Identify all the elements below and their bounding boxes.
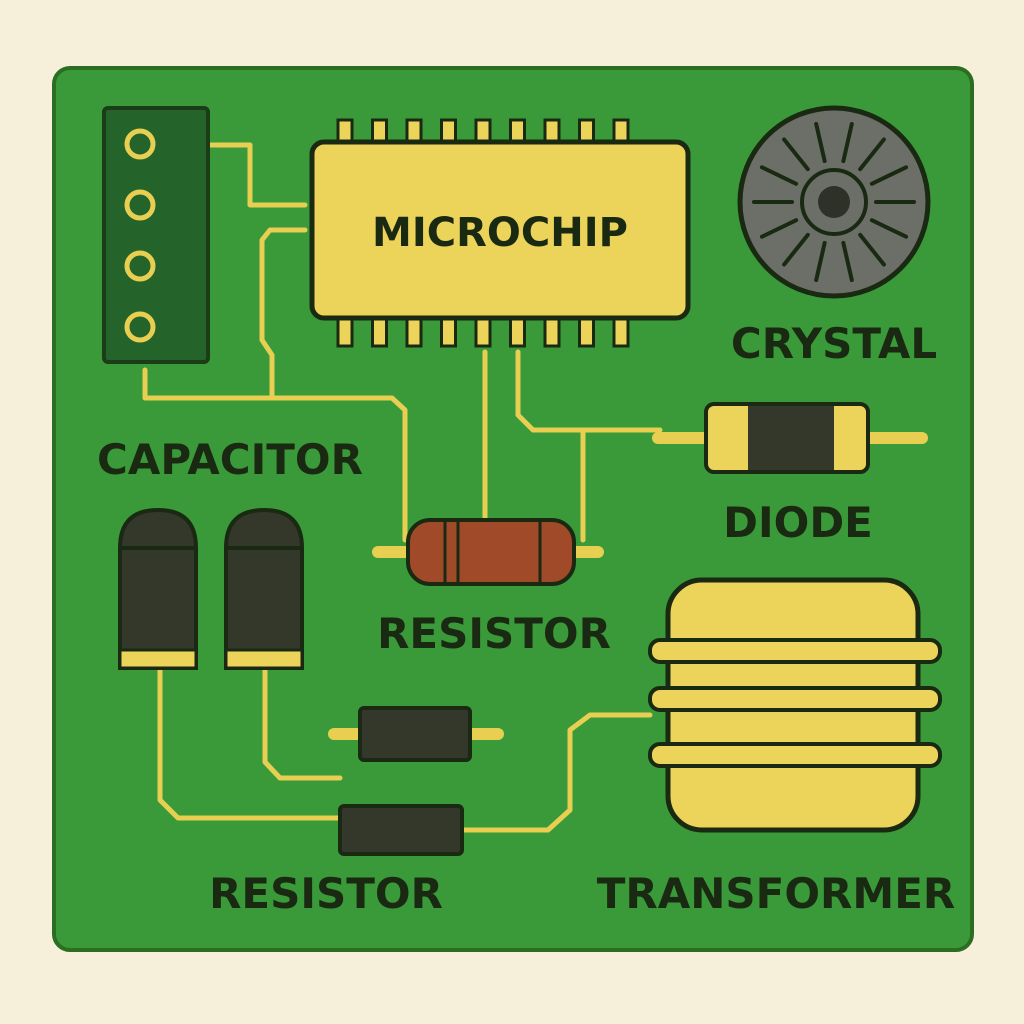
capacitor-right xyxy=(224,507,304,670)
crystal xyxy=(737,105,931,299)
transformer-label: TRANSFORMER xyxy=(597,869,955,918)
crystal-spoke xyxy=(841,122,854,164)
header-pad xyxy=(124,311,156,343)
transformer-winding xyxy=(648,742,942,768)
crystal-spoke xyxy=(869,165,909,186)
microchip: MICROCHIP xyxy=(309,118,691,348)
traces xyxy=(142,142,663,833)
resistor-bottom-label: RESISTOR xyxy=(209,869,443,918)
crystal-label: CRYSTAL xyxy=(731,319,937,368)
small-component xyxy=(328,706,504,762)
capacitor-label: CAPACITOR xyxy=(97,435,363,484)
capacitor-left xyxy=(118,507,198,670)
crystal-spoke xyxy=(814,122,827,164)
transformer-winding xyxy=(648,686,942,712)
microchip-label: MICROCHIP xyxy=(372,210,628,256)
crystal-spoke xyxy=(782,232,810,267)
transformer-winding xyxy=(648,638,942,664)
crystal-spoke xyxy=(759,165,799,186)
pin-header xyxy=(102,106,210,364)
crystal-spoke xyxy=(858,137,886,172)
resistor-center xyxy=(372,518,604,586)
transformer xyxy=(648,577,942,833)
crystal-spoke xyxy=(782,137,810,172)
diode xyxy=(652,402,928,474)
header-pad xyxy=(124,189,156,221)
diode-label: DIODE xyxy=(723,498,873,547)
resistor-bottom xyxy=(338,804,464,856)
crystal-spoke xyxy=(759,218,799,239)
crystal-spoke xyxy=(869,218,909,239)
crystal-spoke xyxy=(841,240,854,282)
chip-body xyxy=(309,139,691,321)
header-pad xyxy=(124,128,156,160)
diode-band xyxy=(748,406,834,470)
crystal-spoke xyxy=(858,232,886,267)
header-pad xyxy=(124,250,156,282)
crystal-spoke xyxy=(814,240,827,282)
chip-pins-top xyxy=(336,118,630,146)
resistor-center-label: RESISTOR xyxy=(377,609,611,658)
